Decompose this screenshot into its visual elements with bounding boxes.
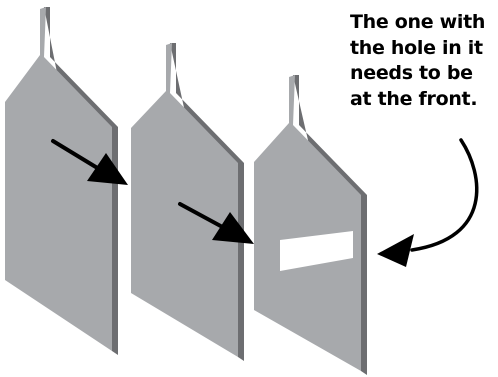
annotation-line: The one with bbox=[350, 10, 496, 36]
curved-pointer-arrow bbox=[377, 140, 477, 267]
bottle-panel-front bbox=[254, 75, 367, 375]
arrowhead-icon bbox=[377, 234, 414, 267]
annotation-line: the hole in it bbox=[350, 36, 496, 62]
annotation-line: at the front. bbox=[350, 87, 496, 113]
annotation-line: needs to be bbox=[350, 61, 496, 87]
bottle-panel-middle-face bbox=[131, 43, 238, 357]
bottle-panel-middle bbox=[131, 43, 244, 361]
bottle-panel-front-face bbox=[254, 75, 361, 371]
annotation-text: The one with the hole in it needs to be … bbox=[350, 10, 496, 112]
